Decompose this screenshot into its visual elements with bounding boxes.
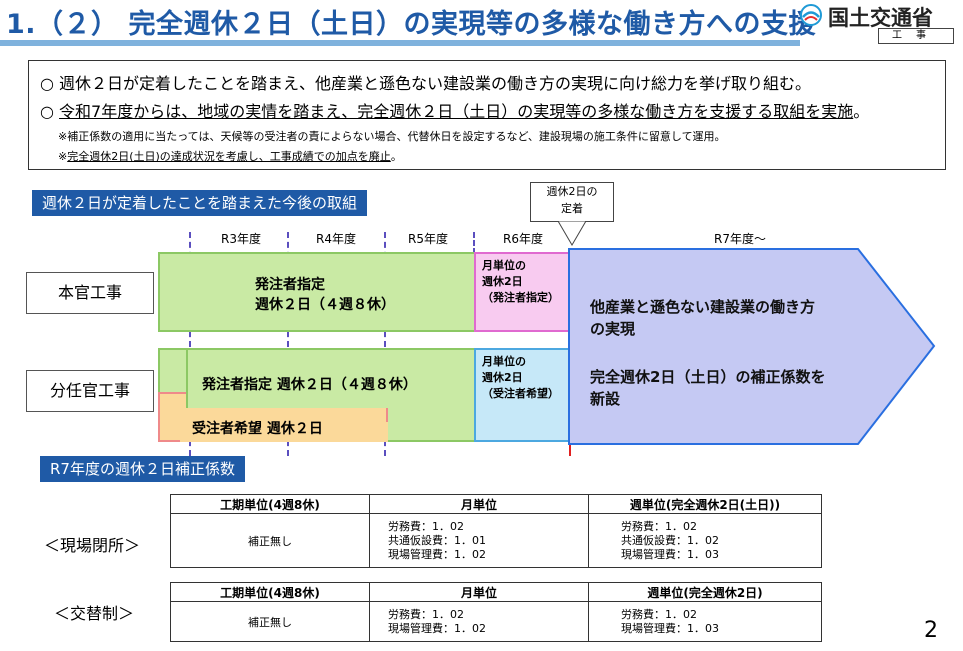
row2-orange-strip [180, 422, 388, 442]
note-mark: ※ [58, 150, 68, 163]
year-divider [384, 232, 386, 456]
note-period: 。 [390, 150, 402, 163]
row2-green-overlay [186, 348, 476, 408]
table-header: 工期単位(4週8休) [170, 494, 370, 514]
callout-box: 週休2日の 定着 [530, 182, 614, 222]
note-1: ※補正係数の適用に当たっては、天候等の受注者の責によらない場合、代替休日を設定す… [58, 130, 726, 143]
arrow-line-2: の実現 [590, 320, 636, 338]
table-cell: 労務費：1．02 共通仮設費：1．01 現場管理費：1．02 [369, 513, 589, 568]
coef-line: 現場管理費：1．03 [621, 547, 719, 561]
table-header: 週単位(完全週休2日(土日)) [588, 494, 822, 514]
callout-pointer-icon [557, 221, 587, 246]
coef-line: 労務費：1．02 [621, 519, 697, 533]
ministry-category: 工事 [878, 28, 954, 44]
coef-line: 労務費：1．02 [388, 607, 464, 621]
coef-line: 現場管理費：1．02 [388, 621, 486, 635]
coef-line: 現場管理費：1．02 [388, 547, 486, 561]
table-cell: 労務費：1．02 共通仮設費：1．02 現場管理費：1．03 [588, 513, 822, 568]
title-underline [0, 40, 800, 46]
period: 。 [853, 102, 870, 121]
year-header-r5: R5年度 [408, 232, 448, 246]
row1-text-2: 週休２日（４週８休） [255, 297, 395, 313]
summary-box [28, 60, 946, 170]
summary-line-2-underlined: 令和7年度からは、地域の実情を踏まえ、完全週休２日（土日）の実現等の多様な働き方… [59, 102, 854, 121]
table-header: 工期単位(4週8休) [170, 582, 370, 602]
table-cell: 労務費：1．02 現場管理費：1．02 [369, 601, 589, 642]
row2-sub-text: 受注者希望 週休２日 [192, 421, 323, 437]
year-divider [189, 232, 191, 456]
pink-line: 週休2日 [482, 275, 523, 288]
pink-line: （発注者指定） [482, 291, 559, 304]
callout-line-1: 週休2日の [546, 185, 598, 198]
arrow-line-1: 他産業と遜色ない建設業の働き方 [590, 298, 816, 316]
row1-r6-box: 月単位の 週休2日 （発注者指定） [474, 252, 570, 332]
table-cell: 補正無し [170, 601, 370, 642]
table-header: 週単位(完全週休2日) [588, 582, 822, 602]
summary-line-2: ○ 令和7年度からは、地域の実情を踏まえ、完全週休２日（土日）の実現等の多様な働… [40, 98, 869, 122]
table-header: 月単位 [369, 494, 589, 514]
row1-text-1: 発注者指定 [255, 277, 325, 293]
year-header-r3: R3年度 [221, 232, 261, 246]
coef-line: 現場管理費：1．03 [621, 621, 719, 635]
table-header: 月単位 [369, 582, 589, 602]
coefficient-table-rotation: 工期単位(4週8休) 月単位 週単位(完全週休2日) 補正無し 労務費：1．02… [170, 582, 822, 642]
year-divider [473, 232, 475, 254]
ministry-name: 国土交通省 [828, 6, 933, 30]
pink-line: 月単位の [482, 259, 526, 272]
bullet: ○ [40, 102, 60, 121]
arrow-line-4: 新設 [590, 390, 621, 408]
arrow-line-3: 完全週休2日（土日）の補正係数を [590, 368, 826, 386]
blue-line: 週休2日 [482, 371, 523, 384]
coefficient-table-closure: 工期単位(4週8休) 月単位 週単位(完全週休2日(土日)) 補正無し 労務費：… [170, 494, 822, 568]
table-cell: 労務費：1．02 現場管理費：1．03 [588, 601, 822, 642]
row-label-honkan: 本官工事 [26, 272, 154, 314]
coef-line: 共通仮設費：1．01 [388, 533, 486, 547]
page-title: 1.（２） 完全週休２日（土日）の実現等の多様な働き方への支援 [6, 9, 816, 40]
note-2-underlined: 完全週休2日(土日)の達成状況を考慮し、工事成績での加点を廃止 [67, 150, 391, 163]
summary-line-1: ○ 週休２日が定着したことを踏まえ、他産業と遜色ない建設業の働き方の実現に向け総… [40, 74, 812, 93]
coef-line: 共通仮設費：1．02 [621, 533, 719, 547]
section-label-coefficients: R7年度の週休２日補正係数 [40, 456, 245, 482]
year-header-r7: R7年度～ [714, 232, 766, 246]
section-label-initiatives: 週休２日が定着したことを踏まえた今後の取組 [32, 190, 368, 216]
coef-line: 労務費：1．02 [388, 519, 464, 533]
r7-arrow-shape [568, 248, 936, 445]
year-divider [287, 232, 289, 456]
blue-line: 月単位の [482, 355, 526, 368]
note-2: ※完全週休2日(土日)の達成状況を考慮し、工事成績での加点を廃止。 [58, 148, 402, 164]
coef-line: 労務費：1．02 [621, 607, 697, 621]
table1-row-label: ＜現場閉所＞ [44, 536, 141, 555]
blue-line: （受注者希望） [482, 387, 559, 400]
row2-r6-box: 月単位の 週休2日 （受注者希望） [474, 348, 570, 442]
r7-start-marker [569, 442, 571, 456]
callout-line-2: 定着 [561, 202, 583, 215]
year-header-r6: R6年度 [503, 232, 543, 246]
page-number: 2 [924, 618, 938, 643]
table2-row-label: ＜交替制＞ [54, 604, 135, 623]
row-label-buninkan: 分任官工事 [26, 370, 154, 412]
year-header-r4: R4年度 [316, 232, 356, 246]
table-cell: 補正無し [170, 513, 370, 568]
ministry-logo-icon [800, 4, 822, 26]
row2-text: 発注者指定 週休２日（４週８休） [202, 377, 417, 393]
